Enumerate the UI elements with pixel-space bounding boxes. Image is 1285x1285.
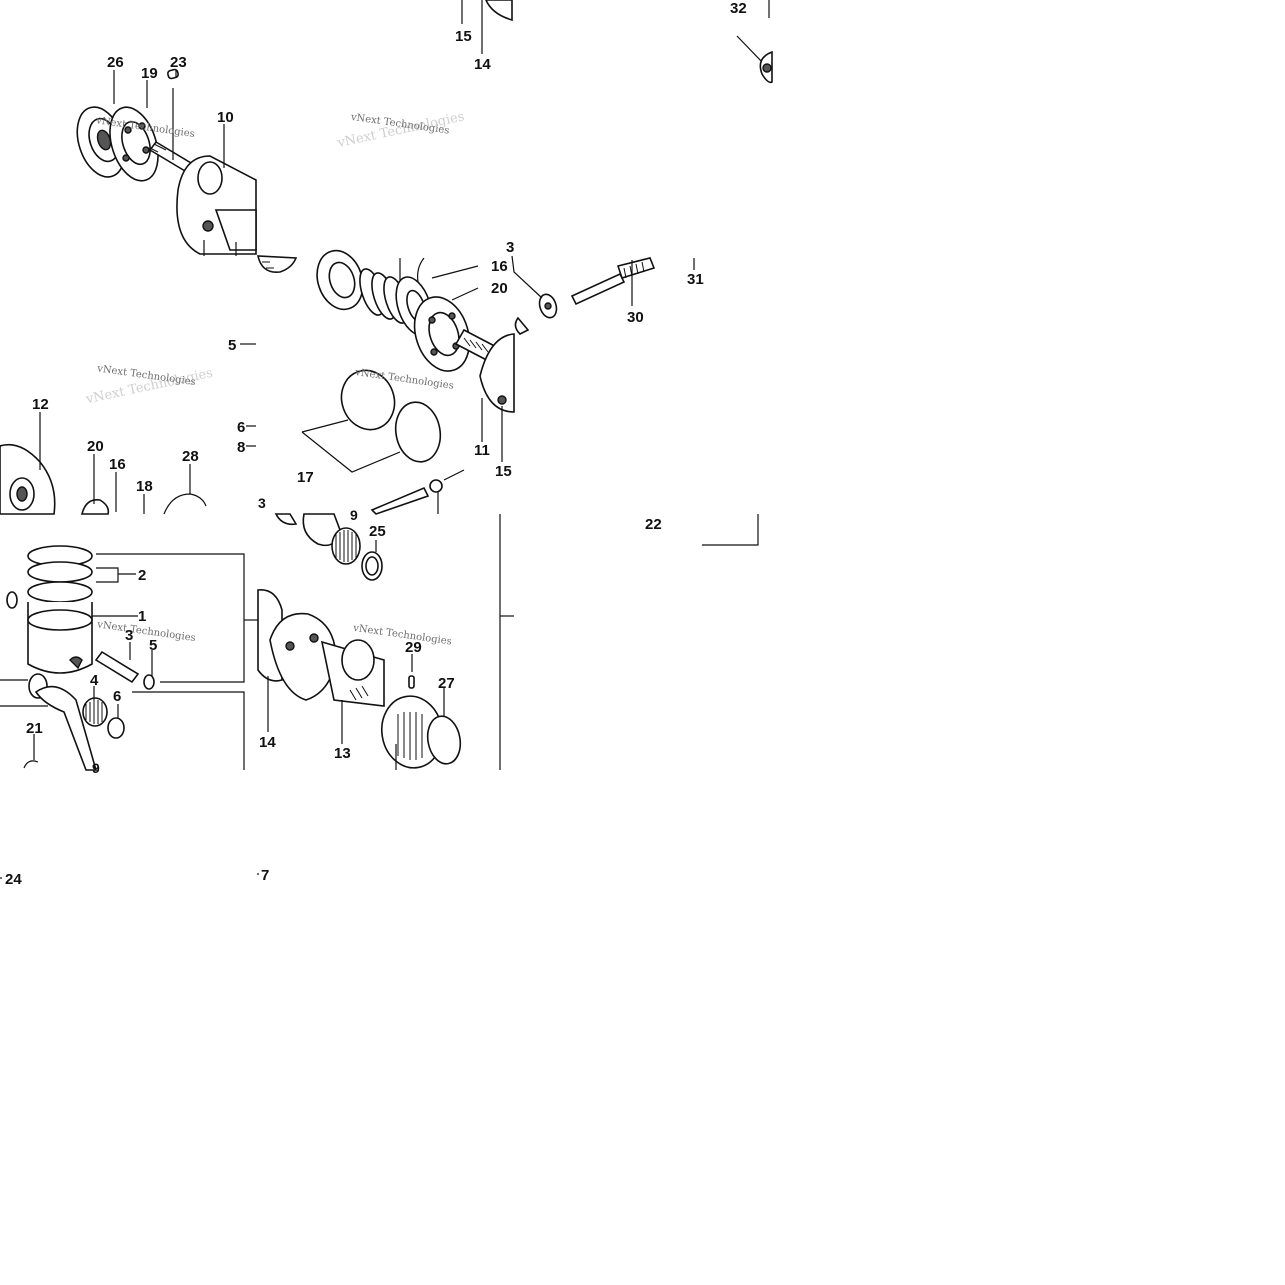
- callout-9: 9: [350, 507, 358, 523]
- callout-5: 5: [149, 637, 157, 654]
- callout-14: 14: [259, 734, 276, 751]
- callout-5: 5: [228, 337, 236, 354]
- callout-27: 27: [438, 675, 455, 692]
- callout-16: 16: [491, 258, 508, 275]
- callout-2: 2: [138, 567, 146, 584]
- left-side-parts: [0, 412, 207, 515]
- crank-half-assembly: [257, 513, 514, 770]
- callout-20: 20: [87, 438, 104, 455]
- top-fragment-right: [736, 0, 773, 84]
- callout-31: 31: [687, 271, 704, 288]
- callout-21: 21: [26, 720, 43, 737]
- callout-17: 17: [297, 469, 314, 486]
- main-shaft-assembly: [240, 249, 695, 515]
- callout-15: 15: [455, 28, 472, 45]
- callout-14: 14: [474, 56, 491, 73]
- callout-20: 20: [491, 280, 508, 297]
- right-bracket: [702, 514, 759, 546]
- callout-9: 9: [92, 760, 100, 776]
- callout-30: 30: [627, 309, 644, 326]
- callout-22: 22: [645, 516, 662, 533]
- piston-assembly: [0, 545, 258, 771]
- callout-24: 24: [5, 871, 22, 888]
- callout-29: 29: [405, 639, 422, 656]
- callout-18: 18: [136, 478, 153, 495]
- callout-19: 19: [141, 65, 158, 82]
- callout-3: 3: [506, 239, 514, 256]
- callout-3: 3: [258, 495, 266, 511]
- callout-6: 6: [113, 688, 121, 705]
- callout-11: 11: [474, 442, 490, 459]
- top-fragment-crank: [461, 0, 513, 54]
- callout-1: 1: [138, 608, 146, 625]
- callout-10: 10: [217, 109, 234, 126]
- callout-7: 7: [261, 867, 269, 884]
- callout-28: 28: [182, 448, 199, 465]
- callout-6: 6: [237, 419, 245, 436]
- callout-23: 23: [170, 54, 187, 71]
- callout-13: 13: [334, 745, 351, 762]
- callout-26: 26: [107, 54, 124, 71]
- callout-4: 4: [90, 672, 99, 689]
- callout-3: 3: [125, 627, 133, 644]
- callout-32: 32: [730, 0, 747, 17]
- callout-8: 8: [237, 439, 245, 456]
- callout-12: 12: [32, 396, 49, 413]
- callout-25: 25: [369, 523, 386, 540]
- crank-end-assembly: [76, 68, 257, 256]
- callout-15: 15: [495, 463, 512, 480]
- callout-16: 16: [109, 456, 126, 473]
